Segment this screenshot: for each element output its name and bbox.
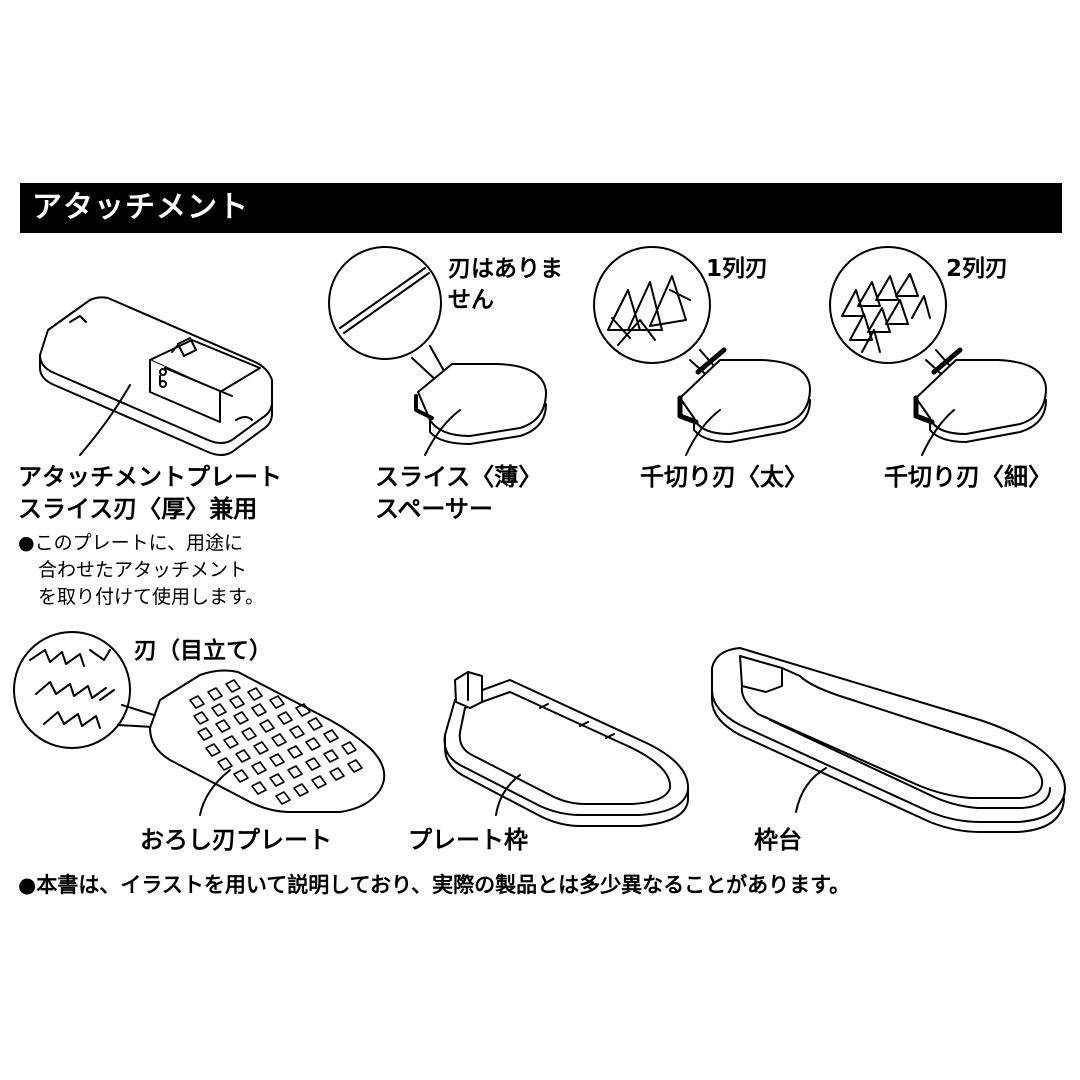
julienne-thick-illustration — [594, 247, 810, 455]
julienne-thin-illustration — [830, 247, 1046, 455]
footer-note: ●本書は、イラストを用いて説明しており、実際の製品とは多少異なることがあります。 — [18, 873, 851, 897]
attachment-plate-illustration — [40, 297, 272, 455]
julienne-thin-label: 千切り刃〈細〉 — [884, 463, 1052, 491]
attachment-plate-label-line2: スライス刃〈厚〉兼用 — [18, 495, 258, 523]
slice-spacer-callout-line2: せん — [448, 287, 494, 313]
plate-frame-label: プレート枠 — [408, 826, 528, 854]
julienne-thick-callout: 1列刃 — [706, 256, 769, 282]
grater-plate-callout: 刃（目立て） — [134, 638, 272, 664]
attachment-plate-note-line1: ●このプレートに、用途に — [18, 532, 244, 554]
slice-spacer-callout-line1: 刃はありま — [448, 256, 563, 282]
slice-spacer-label-line1: スライス〈薄〉 — [375, 463, 543, 491]
frame-base-illustration — [712, 648, 1065, 832]
attachment-plate-note-line2: 合わせたアタッチメント — [38, 559, 248, 581]
section-header-bar: アタッチメント — [20, 183, 1062, 233]
slice-spacer-label-line2: スペーサー — [375, 495, 493, 523]
grater-plate-illustration — [14, 632, 384, 815]
grater-plate-label: おろし刃プレート — [140, 826, 332, 854]
julienne-thin-callout: 2列刃 — [946, 256, 1009, 282]
frame-base-label: 枠台 — [754, 826, 802, 854]
julienne-thick-label: 千切り刃〈太〉 — [640, 463, 808, 491]
slice-spacer-illustration — [329, 247, 546, 455]
attachment-plate-note-line3: を取り付けて使用します。 — [38, 586, 265, 608]
attachment-plate-label-line1: アタッチメントプレート — [18, 463, 282, 491]
section-title: アタッチメント — [32, 190, 249, 225]
plate-frame-illustration — [445, 672, 689, 826]
